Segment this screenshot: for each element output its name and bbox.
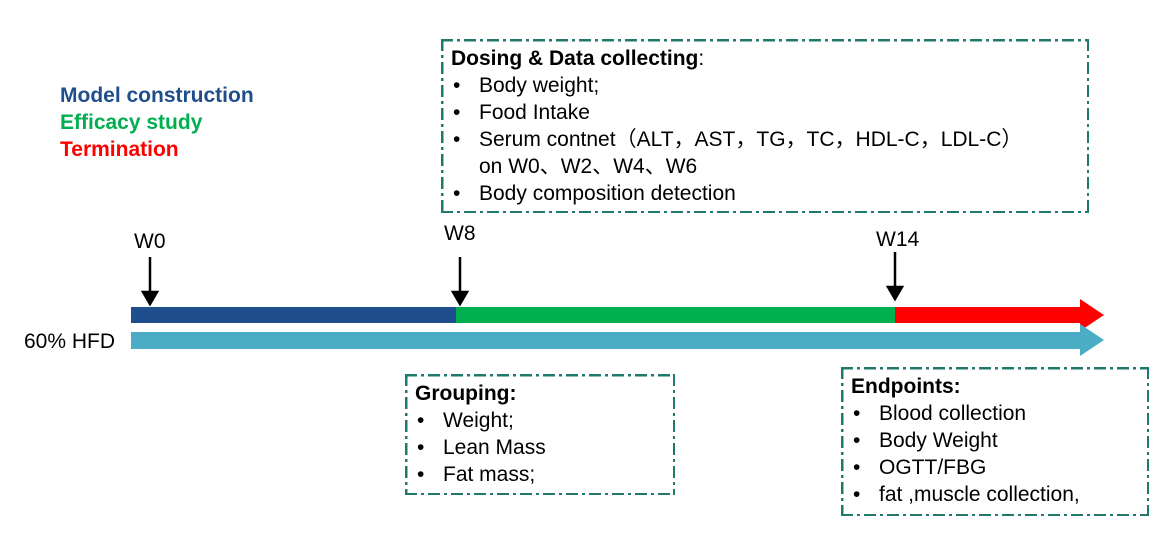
endpoints-box: Endpoints: Blood collection Body Weight … bbox=[841, 367, 1149, 516]
endpoint-item: OGTT/FBG bbox=[851, 454, 1139, 481]
week-label-w14: W14 bbox=[876, 228, 920, 251]
grouping-item: Fat mass; bbox=[415, 461, 665, 488]
dosing-item: Food Intake bbox=[451, 99, 1079, 126]
termination-bar bbox=[895, 307, 1080, 323]
dosing-item: Serum contnet（ALT，AST，TG，TC，HDL-C，LDL-C） bbox=[451, 126, 1079, 153]
model-construction-bar bbox=[131, 307, 457, 323]
dosing-item: Body weight; bbox=[451, 72, 1079, 99]
termination-arrowhead bbox=[1080, 299, 1104, 331]
legend-model-construction: Model construction bbox=[60, 84, 254, 107]
dosing-item: Body composition detection bbox=[451, 180, 1079, 207]
grouping-item: Lean Mass bbox=[415, 434, 665, 461]
legend-efficacy-study: Efficacy study bbox=[60, 111, 203, 134]
week-marker-arrows bbox=[140, 252, 905, 307]
hfd-arrowhead bbox=[1080, 324, 1104, 356]
diet-label: 60% HFD bbox=[24, 330, 116, 353]
week-label-w0: W0 bbox=[134, 230, 166, 253]
legend-termination: Termination bbox=[60, 138, 179, 161]
endpoint-item: Body Weight bbox=[851, 427, 1139, 454]
endpoint-item: fat ,muscle collection, bbox=[851, 481, 1139, 508]
week-label-w8: W8 bbox=[444, 222, 476, 245]
dosing-box-title: Dosing & Data collecting: bbox=[451, 47, 705, 70]
grouping-item: Weight; bbox=[415, 407, 665, 434]
grouping-box: Grouping: Weight; Lean Mass Fat mass; bbox=[405, 374, 675, 495]
endpoints-box-title: Endpoints: bbox=[851, 375, 961, 398]
efficacy-study-bar bbox=[456, 307, 896, 323]
dosing-item-continuation: on W0、W2、W4、W6 bbox=[479, 155, 698, 178]
dosing-data-box: Dosing & Data collecting: Body weight; F… bbox=[441, 39, 1089, 213]
hfd-diet-bar bbox=[131, 332, 1080, 349]
phase-legend: Model construction Efficacy study Termin… bbox=[60, 82, 254, 163]
endpoint-item: Blood collection bbox=[851, 400, 1139, 427]
grouping-box-title: Grouping: bbox=[415, 382, 517, 405]
